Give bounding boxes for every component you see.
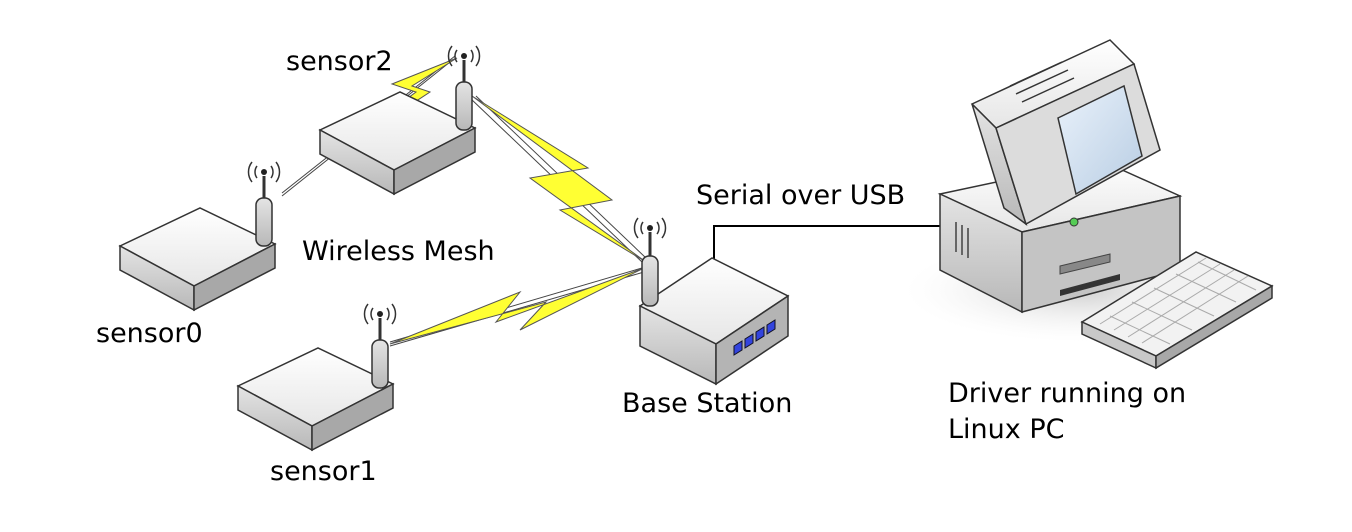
keyboard-icon xyxy=(1080,251,1274,370)
wireless-bolt-icon xyxy=(471,95,647,263)
sensor0-device xyxy=(118,207,277,312)
status-leds-icon xyxy=(733,319,776,356)
linux-pc-label: Driver running on Linux PC xyxy=(948,378,1187,445)
serial-link-label: Serial over USB xyxy=(696,180,906,211)
sensor1-device xyxy=(236,347,395,452)
base-station-device xyxy=(638,257,790,386)
sensor1-antenna xyxy=(363,303,397,389)
wireless-bolt-icon xyxy=(389,267,645,345)
monitor-screen xyxy=(1057,84,1143,196)
wireless-mesh-label: Wireless Mesh xyxy=(302,236,495,267)
base-station-antenna xyxy=(633,217,667,307)
sensor0-label: sensor0 xyxy=(96,318,203,349)
sensor2-antenna xyxy=(447,45,481,131)
sensor1-label: sensor1 xyxy=(270,456,377,487)
sensor0-antenna xyxy=(247,161,281,247)
vent-icon xyxy=(1009,61,1075,103)
monitor-icon xyxy=(970,39,1161,227)
sensor2-label: sensor2 xyxy=(286,46,393,77)
power-led-icon xyxy=(1069,217,1079,227)
link-sensor2-base-station xyxy=(469,95,647,263)
link-sensor1-base-station xyxy=(389,267,645,347)
base-station-label: Base Station xyxy=(622,388,793,419)
linux-pc xyxy=(905,39,1274,370)
sensor2-device xyxy=(318,91,477,196)
serial-usb-cable xyxy=(713,225,940,262)
